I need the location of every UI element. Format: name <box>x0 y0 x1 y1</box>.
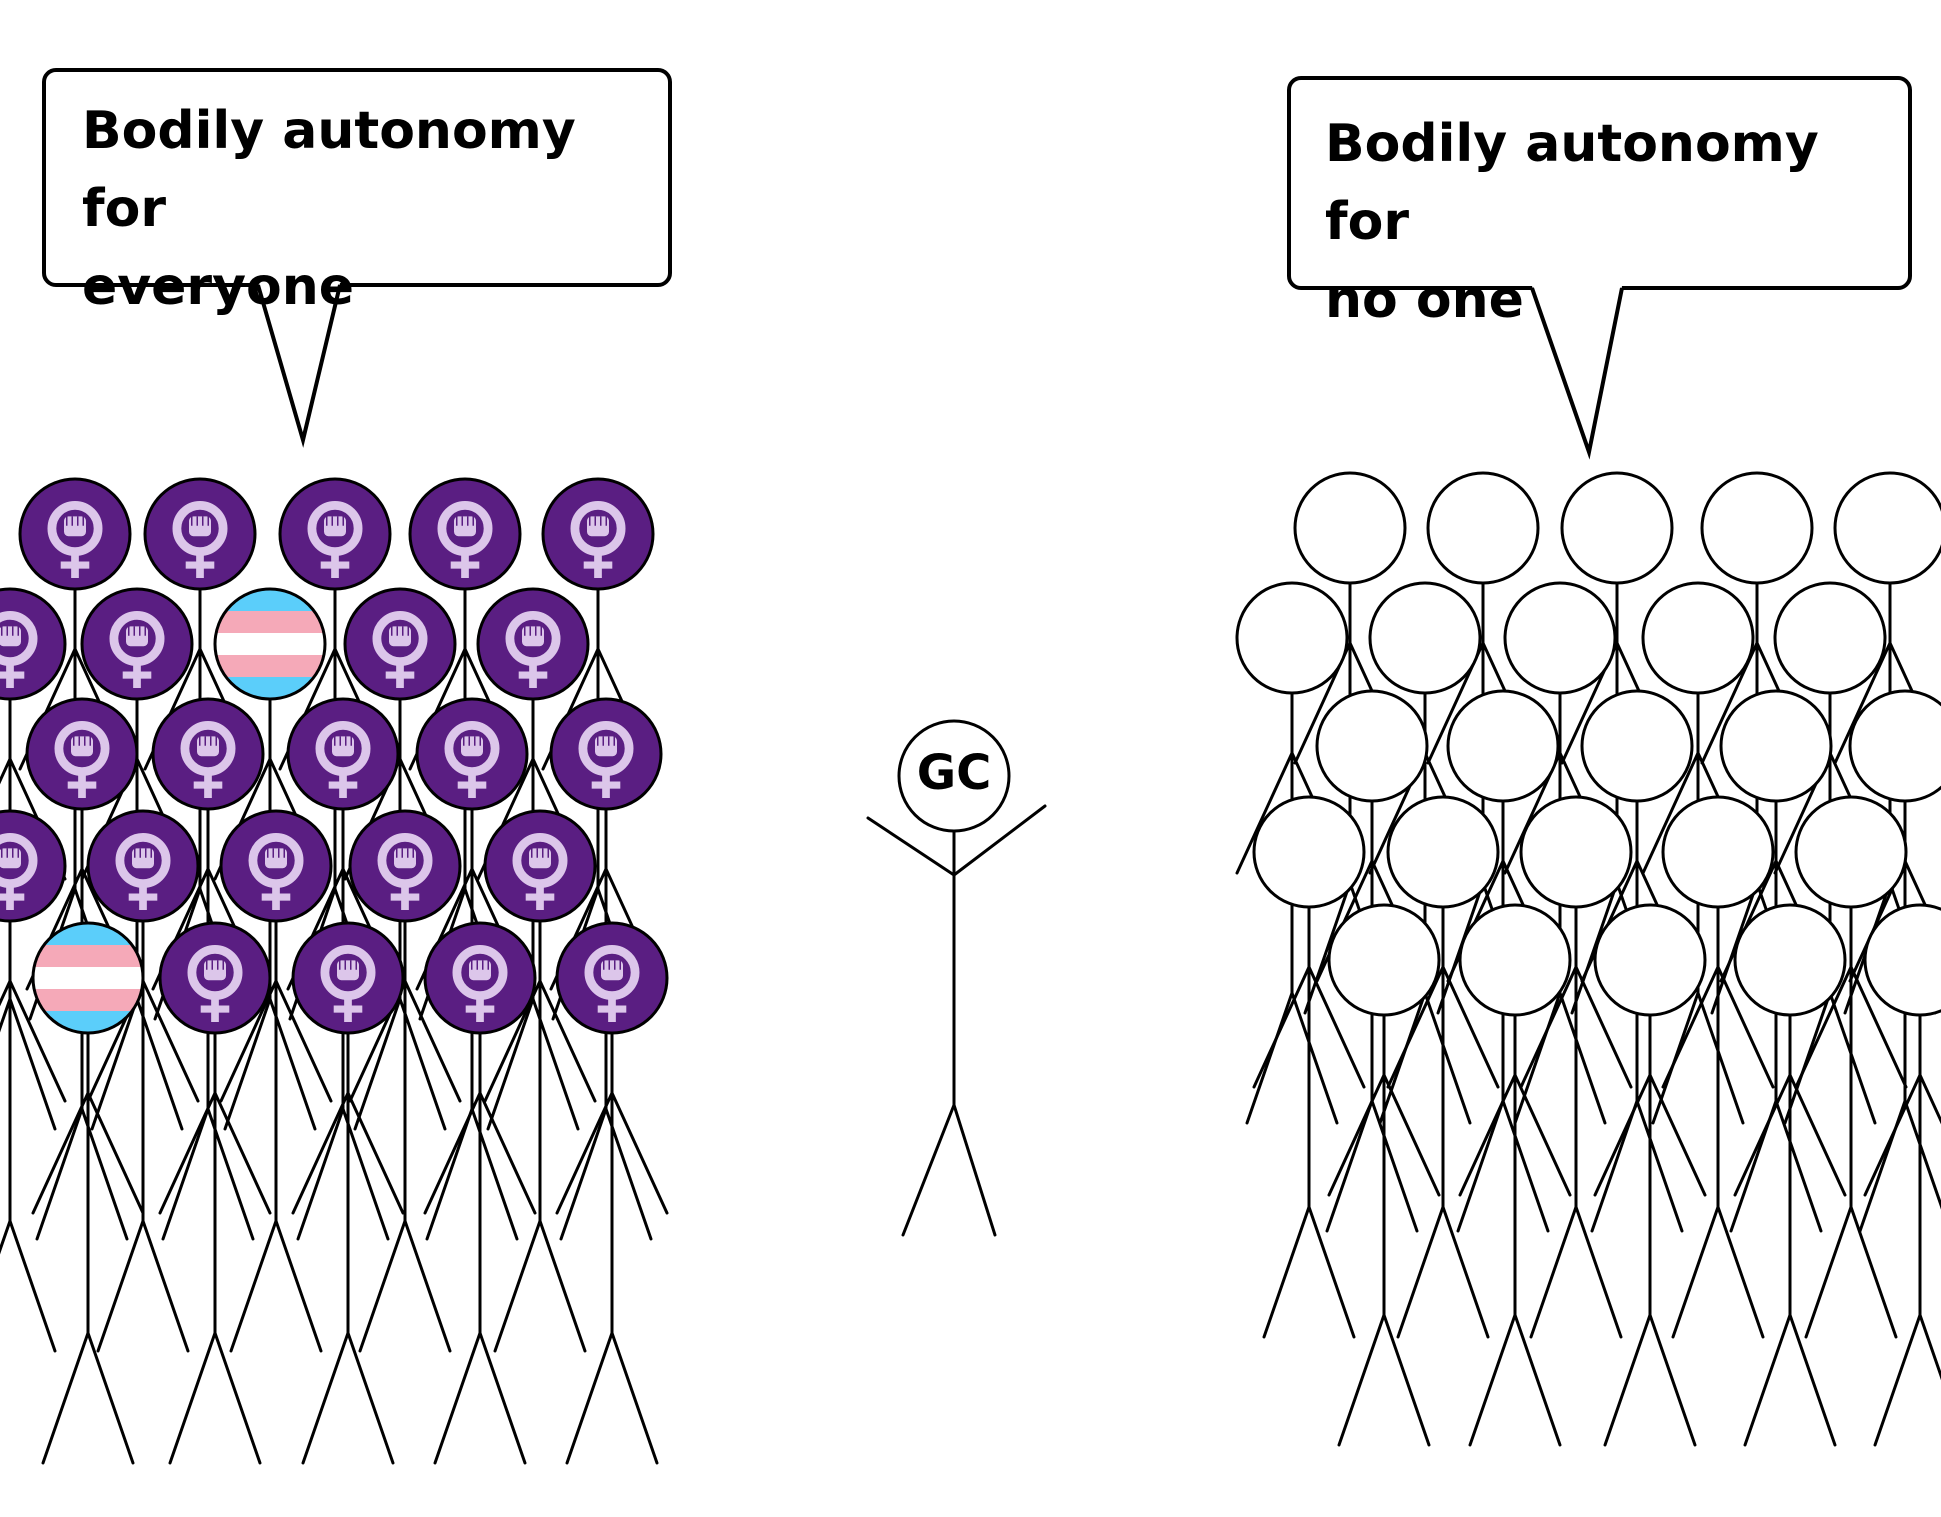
stick-figure-head <box>1446 689 1560 803</box>
feminist-fist-venus-icon <box>143 477 257 591</box>
feminist-fist-venus-icon <box>18 477 132 591</box>
stick-figure-body <box>158 1031 272 1465</box>
stick-figure-head <box>1426 471 1540 585</box>
stick-figure-head <box>1641 581 1755 695</box>
stick-figure-head <box>1386 795 1500 909</box>
stick-figure-body <box>31 1031 145 1465</box>
feminist-fist-venus-icon <box>415 697 529 811</box>
trans-flag-icon <box>31 921 145 1035</box>
stick-figure-body <box>1519 905 1633 1339</box>
speech-bubbles <box>42 68 1912 460</box>
stick-figure-head <box>1733 903 1847 1017</box>
feminist-fist-venus-icon <box>278 477 392 591</box>
stick-figure-body <box>1794 905 1908 1339</box>
feminist-fist-venus-icon <box>25 697 139 811</box>
feminist-fist-venus-icon <box>291 921 405 1035</box>
left-speech-bubble <box>42 68 672 448</box>
stick-figure-head <box>1235 581 1349 695</box>
stick-figure-head <box>1794 795 1908 909</box>
stick-figure-body <box>1458 1013 1572 1447</box>
stick-figure-head <box>1700 471 1814 585</box>
center-figure <box>866 719 1047 1237</box>
stick-figure-body <box>219 919 333 1353</box>
stick-figure-body <box>1661 905 1775 1339</box>
stick-figure-head <box>1661 795 1775 909</box>
stick-figure-body <box>423 1031 537 1465</box>
right-speech-bubble <box>1287 76 1912 460</box>
stick-figure-body <box>1733 1013 1847 1447</box>
gc-stick-figure-body <box>866 804 1047 1237</box>
stick-figure-head <box>1503 581 1617 695</box>
trans-flag-icon <box>213 587 327 701</box>
stick-figure-body <box>0 919 67 1353</box>
stick-figure-head <box>1315 689 1429 803</box>
stick-figure-body <box>348 919 462 1353</box>
stick-figure-head <box>1848 689 1941 803</box>
feminist-fist-venus-icon <box>286 697 400 811</box>
stick-figure-head <box>1593 903 1707 1017</box>
stick-figure-body <box>1593 1013 1707 1447</box>
feminist-fist-venus-icon <box>343 587 457 701</box>
stick-figure-head <box>1368 581 1482 695</box>
stick-figure-head <box>1773 581 1887 695</box>
right-crowd <box>1235 471 1941 1447</box>
feminist-fist-venus-icon <box>348 809 462 923</box>
stick-figure-head <box>1458 903 1572 1017</box>
stick-figure-head <box>1863 903 1941 1017</box>
stick-figure-head <box>1252 795 1366 909</box>
feminist-fist-venus-icon <box>549 697 663 811</box>
stick-figure-body <box>1252 905 1366 1339</box>
stick-figure-head <box>1293 471 1407 585</box>
left-crowd <box>0 477 669 1465</box>
stick-figure-head <box>1560 471 1674 585</box>
stick-figure-head <box>1519 795 1633 909</box>
gc-label: GC <box>916 745 992 801</box>
stick-figure-head <box>1327 903 1441 1017</box>
right-speech-text: Bodily autonomy for no one <box>1325 114 1819 330</box>
feminist-fist-venus-icon <box>408 477 522 591</box>
left-speech-text: Bodily autonomy for everyone <box>82 101 576 317</box>
stick-figure-head <box>1580 689 1694 803</box>
feminist-fist-venus-icon <box>80 587 194 701</box>
feminist-fist-venus-icon <box>158 921 272 1035</box>
stick-figure-body <box>1386 905 1500 1339</box>
stick-figure-head <box>1719 689 1833 803</box>
stick-figure-head <box>1833 471 1941 585</box>
stick-figure-body <box>555 1031 669 1465</box>
stick-figure-body <box>291 1031 405 1465</box>
stick-figure-body <box>1327 1013 1441 1447</box>
stick-figure-body <box>1863 1013 1941 1447</box>
feminist-fist-venus-icon <box>555 921 669 1035</box>
feminist-fist-venus-icon <box>483 809 597 923</box>
feminist-fist-venus-icon <box>219 809 333 923</box>
feminist-fist-venus-icon <box>541 477 655 591</box>
feminist-fist-venus-icon <box>151 697 265 811</box>
feminist-fist-venus-icon <box>0 587 67 701</box>
feminist-fist-venus-icon <box>0 809 67 923</box>
feminist-fist-venus-icon <box>86 809 200 923</box>
feminist-fist-venus-icon <box>423 921 537 1035</box>
feminist-fist-venus-icon <box>476 587 590 701</box>
